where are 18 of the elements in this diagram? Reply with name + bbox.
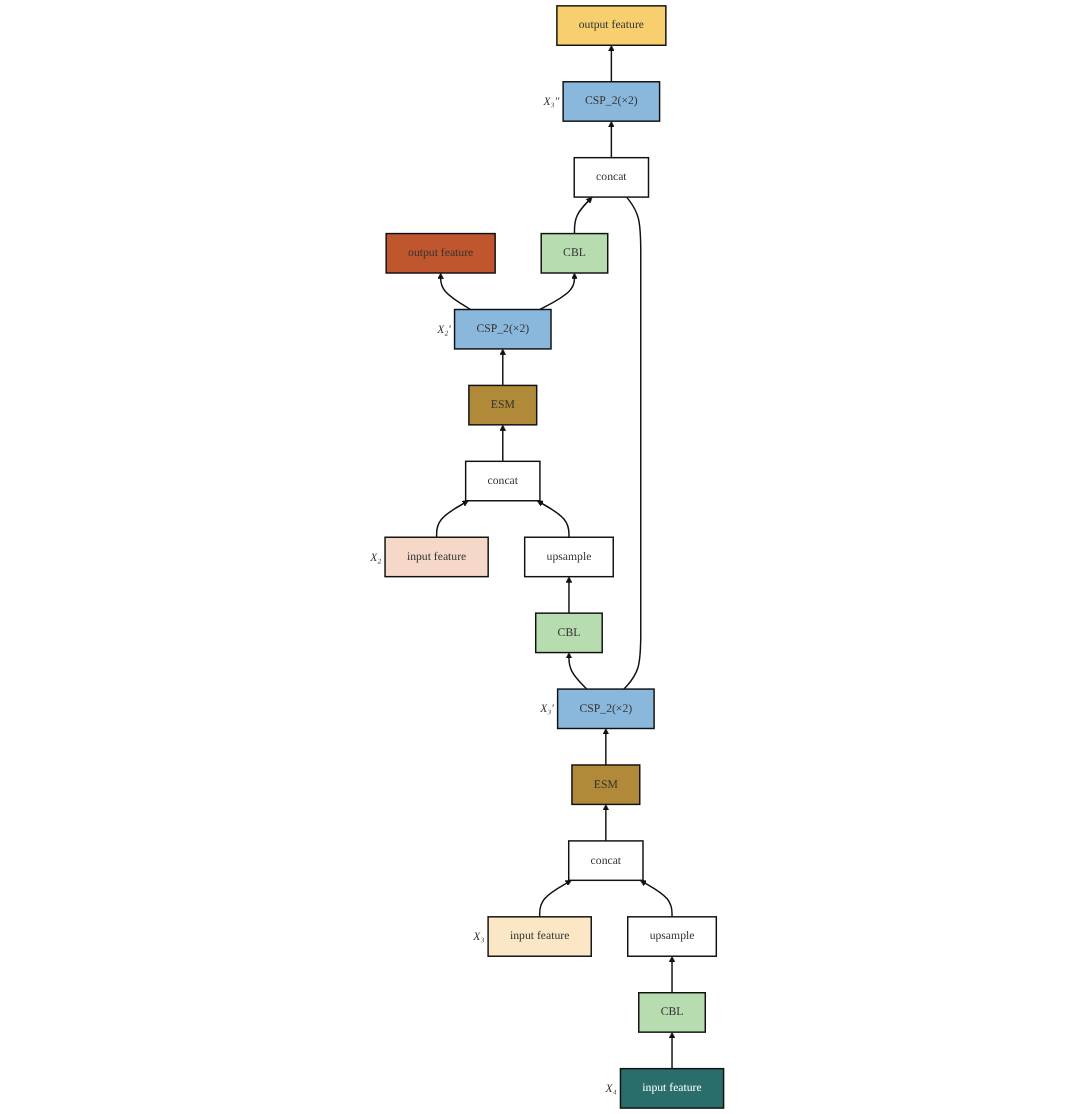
arrow bbox=[639, 880, 673, 918]
arrow bbox=[601, 804, 609, 842]
arrow bbox=[498, 424, 506, 463]
arrow bbox=[436, 272, 471, 311]
arrow bbox=[565, 576, 572, 614]
connector bbox=[622, 196, 641, 690]
arrow bbox=[435, 500, 468, 538]
arrow bbox=[668, 956, 675, 994]
arrow bbox=[538, 880, 572, 918]
arrow bbox=[536, 500, 569, 538]
arrow bbox=[565, 652, 587, 690]
arrow bbox=[498, 348, 506, 387]
arrow bbox=[607, 45, 614, 83]
arrow bbox=[607, 120, 614, 159]
arrow bbox=[601, 728, 609, 766]
arrow bbox=[538, 272, 577, 311]
arrow bbox=[573, 196, 592, 235]
arrow bbox=[668, 1031, 675, 1070]
